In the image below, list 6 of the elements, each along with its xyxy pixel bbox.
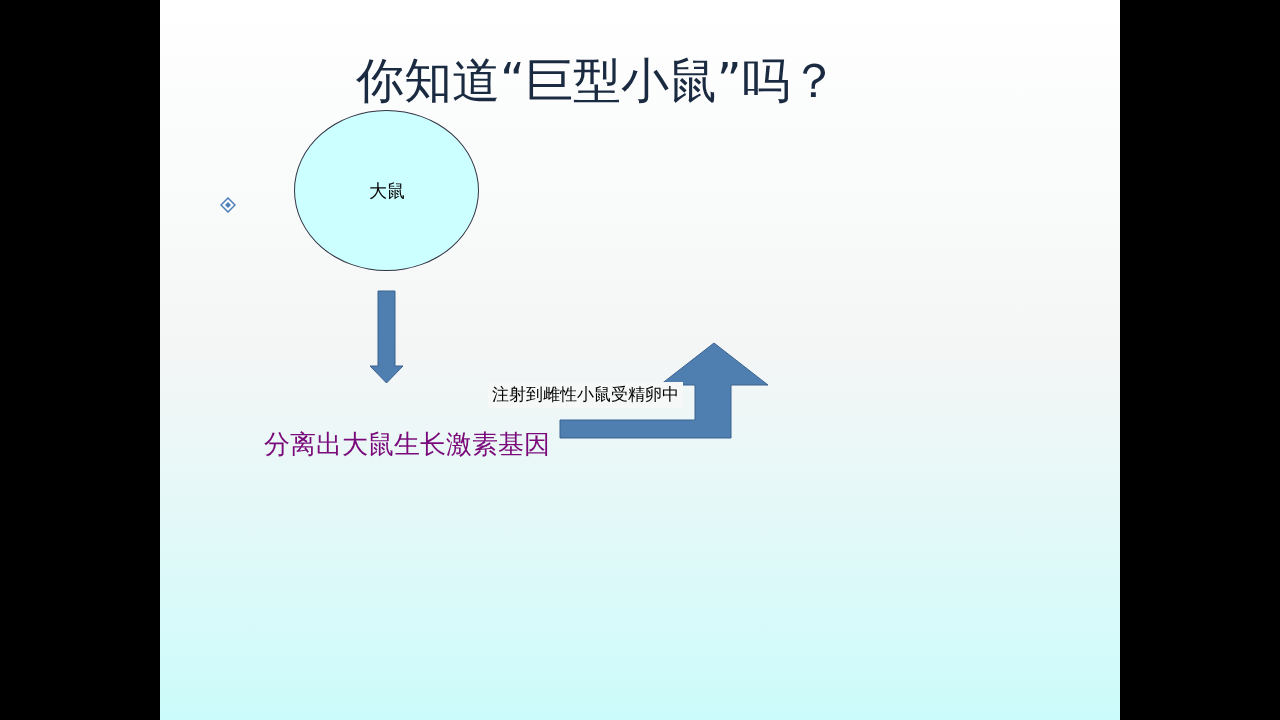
node-label: 分离出大鼠生长激素基因 <box>264 428 550 461</box>
title: 你知道“巨型小鼠”吗？ <box>356 51 838 110</box>
node-label: 大鼠 <box>368 179 405 203</box>
block-arrow <box>369 290 404 384</box>
block-arrow <box>559 342 769 439</box>
edge-label: 注射到雌性小鼠受精卵中 <box>488 382 683 408</box>
